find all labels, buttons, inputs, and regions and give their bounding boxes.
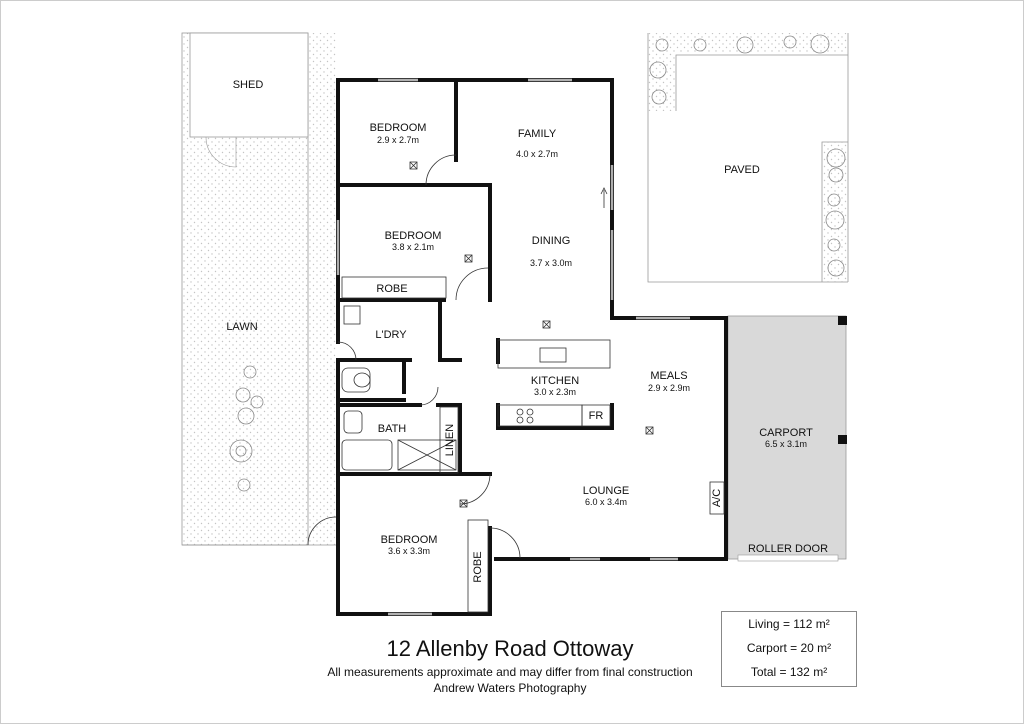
dining-name: DINING — [532, 235, 571, 247]
bedroom1-dims: 2.9 x 2.7m — [377, 135, 419, 145]
family-name: FAMILY — [518, 128, 557, 140]
bedroom3-dims: 3.6 x 3.3m — [388, 546, 430, 556]
ac-label: A/C — [711, 489, 723, 507]
linen-label: LINEN — [444, 424, 456, 456]
meals-name: MEALS — [650, 370, 687, 382]
laundry-label: L'DRY — [375, 329, 407, 341]
lounge-name: LOUNGE — [583, 485, 629, 497]
kitchen-dims: 3.0 x 2.3m — [534, 387, 576, 397]
total-area: Total = 132 m² — [750, 665, 828, 679]
robe1-label: ROBE — [376, 283, 407, 295]
dining-dims: 3.7 x 3.0m — [530, 258, 572, 268]
living-area: Living = 112 m² — [748, 617, 830, 631]
carport-name: CARPORT — [759, 427, 813, 439]
fixtures — [307, 78, 725, 616]
kitchen-name: KITCHEN — [531, 375, 579, 387]
bedroom1-name: BEDROOM — [370, 122, 427, 134]
meals-dims: 2.9 x 2.9m — [648, 383, 690, 393]
disclaimer-text: All measurements approximate and may dif… — [327, 665, 693, 679]
bedroom2-dims: 3.8 x 2.1m — [392, 242, 434, 252]
bedroom2-name: BEDROOM — [385, 230, 442, 242]
bedroom3-name: BEDROOM — [381, 534, 438, 546]
carport: CARPORT 6.5 x 3.1m ROLLER DOOR — [727, 315, 847, 562]
fridge-label: FR — [589, 410, 604, 422]
lounge-dims: 6.0 x 3.4m — [585, 497, 627, 507]
paved-label: PAVED — [724, 164, 760, 176]
carport-dims: 6.5 x 3.1m — [765, 439, 807, 449]
room-labels: BEDROOM 2.9 x 2.7m FAMILY 4.0 x 2.7m BED… — [226, 122, 723, 583]
carport-area: Carport = 20 m² — [746, 641, 832, 655]
area-summary: Living = 112 m² Carport = 20 m² Total = … — [721, 611, 857, 687]
paved-area: PAVED — [647, 33, 849, 283]
photographer-credit: Andrew Waters Photography — [433, 681, 587, 695]
shed: SHED — [189, 32, 309, 168]
lawn-bush-1 — [229, 365, 264, 492]
shed-label: SHED — [233, 79, 264, 91]
property-title: 12 Allenby Road Ottoway — [386, 636, 634, 661]
roller-door-label: ROLLER DOOR — [748, 543, 828, 555]
lawn-label: LAWN — [226, 321, 257, 333]
family-dims: 4.0 x 2.7m — [516, 149, 558, 159]
robe2-label: ROBE — [472, 551, 484, 582]
bath-label: BATH — [378, 423, 407, 435]
